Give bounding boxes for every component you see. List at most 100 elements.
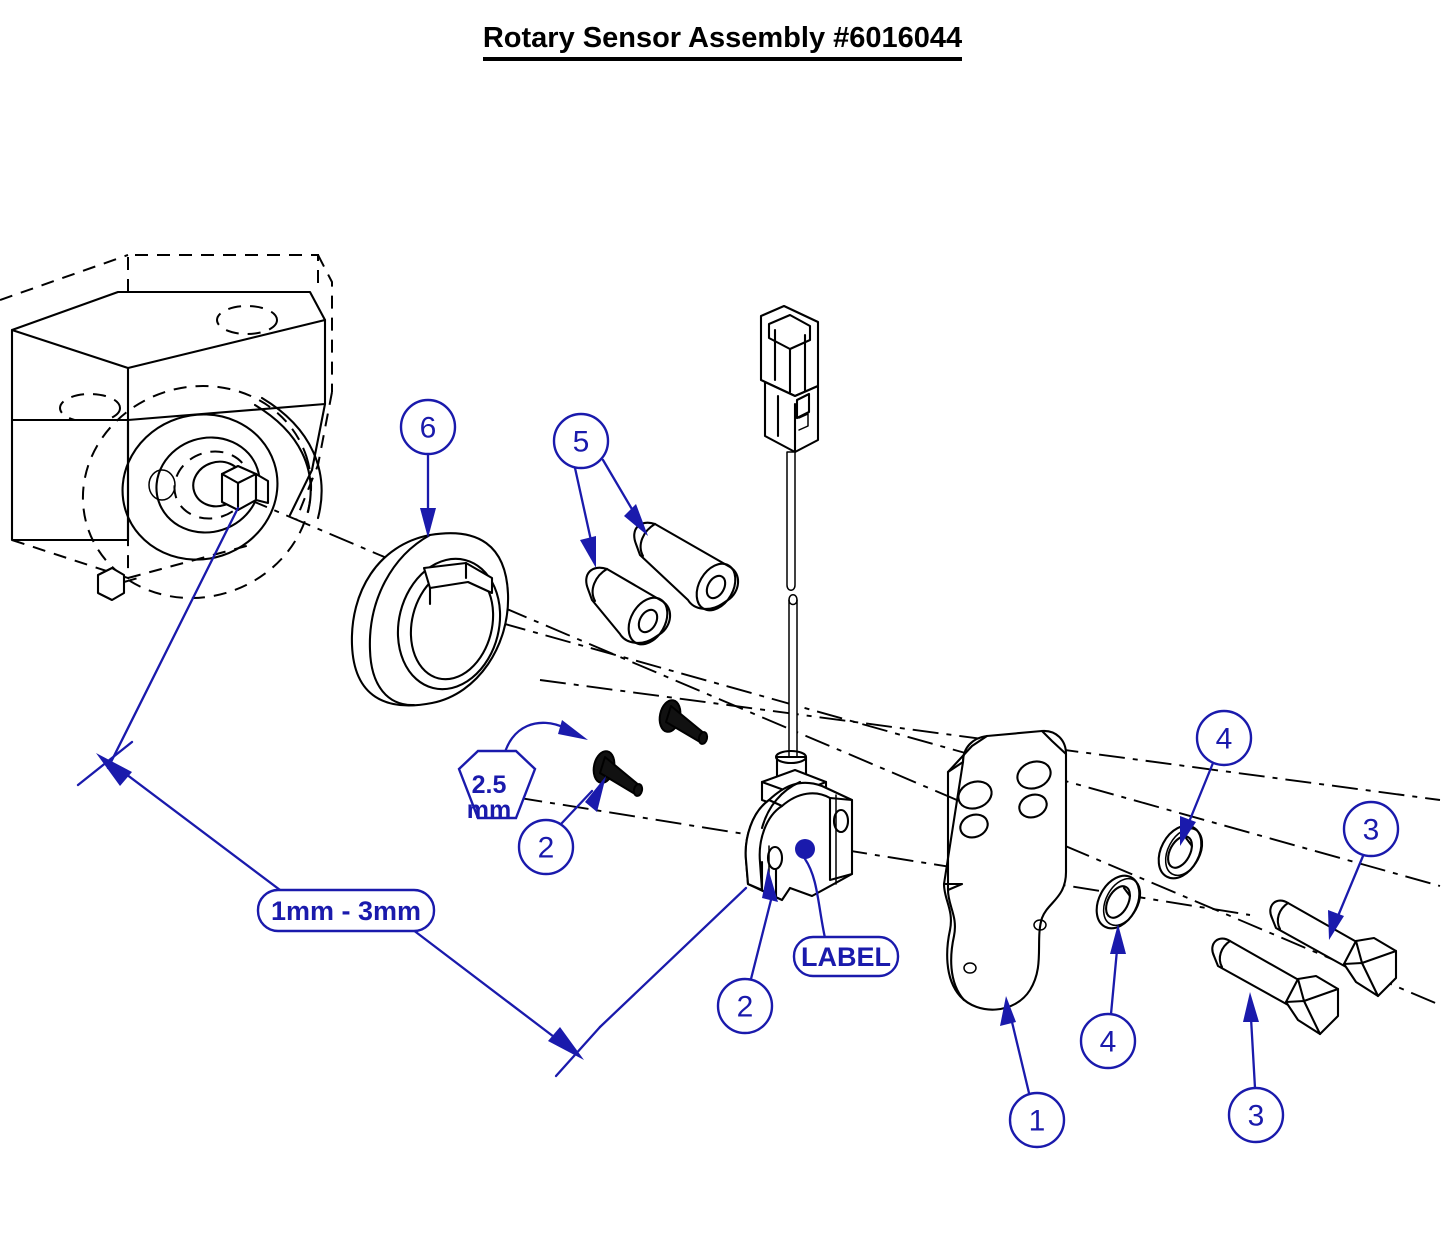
bracket-pilot-hole-left bbox=[963, 962, 977, 974]
balloon-2-upper[interactable]: 2 bbox=[517, 818, 575, 876]
leader-balloon-3-lower bbox=[1249, 1016, 1257, 1090]
balloon-3-lower-circle bbox=[1227, 1086, 1285, 1144]
connector-notch bbox=[798, 413, 809, 431]
cap-screw-upper-tip bbox=[697, 731, 709, 745]
spacer-upper-bore bbox=[705, 574, 727, 600]
balloon-3-upper-label: 3 bbox=[1363, 814, 1380, 847]
hex-bolt-lower-shank-top bbox=[1218, 939, 1232, 969]
bracket-hole-ur-bottom bbox=[1018, 793, 1048, 819]
leader-arrow-note-hex bbox=[558, 720, 588, 740]
balloon-4-upper[interactable]: 4 bbox=[1195, 709, 1253, 767]
leader-balloon-4-lower bbox=[1109, 948, 1119, 1016]
balloon-4-lower-circle bbox=[1079, 1012, 1137, 1070]
balloon-3-lower[interactable]: 3 bbox=[1227, 1086, 1285, 1144]
note-torque-hex[interactable]: 2.5 mm bbox=[457, 749, 537, 824]
bearing-outer-dashed-ring bbox=[81, 385, 313, 599]
bearing-grease-port bbox=[148, 469, 176, 501]
balloon-2-upper-circle bbox=[517, 818, 575, 876]
housing-right-leg bbox=[288, 402, 327, 517]
housing-foot-hidden bbox=[123, 575, 146, 583]
balloon-5[interactable]: 5 bbox=[552, 412, 610, 470]
gap-dimension-group bbox=[76, 506, 748, 1078]
balloon-4-lower-label: 4 bbox=[1100, 1026, 1117, 1059]
centerline-main-axis bbox=[242, 496, 1441, 1006]
hex-bolt-upper-head-facets bbox=[1342, 939, 1398, 998]
leader-balloon-1 bbox=[1010, 1020, 1031, 1095]
lock-washer-lower bbox=[1095, 874, 1142, 930]
housing-bolt-hole-right bbox=[216, 305, 278, 335]
dim-extension-line-right bbox=[598, 886, 748, 1029]
dim-arrow-left bbox=[96, 753, 132, 786]
balloon-3-upper-circle bbox=[1342, 800, 1400, 858]
balloon-5-label: 5 bbox=[573, 426, 590, 459]
leader-arrow-balloon-4-lower bbox=[1110, 924, 1126, 954]
part-2-socket-head-cap-screws bbox=[592, 699, 709, 797]
leader-arrow-balloon-2-lower bbox=[762, 868, 778, 902]
balloon-2-lower-label: 2 bbox=[737, 991, 754, 1024]
hex-bolt-lower-head-facets bbox=[1284, 977, 1340, 1036]
leader-arrow-balloon-3-upper bbox=[1328, 910, 1344, 940]
housing-rear-top-hidden bbox=[0, 254, 129, 301]
centerline-screw-axis-upper bbox=[539, 679, 1441, 801]
cap-screw-upper bbox=[658, 699, 709, 745]
spacer-lower-edge bbox=[591, 567, 609, 603]
lock-washer-upper-split bbox=[1184, 836, 1194, 848]
balloon-2-lower[interactable]: 2 bbox=[716, 977, 774, 1035]
bracket-plate-face bbox=[942, 729, 1068, 1011]
bracket-hole-ul-bottom bbox=[959, 813, 989, 839]
leader-note-label bbox=[803, 857, 827, 940]
pillow-block-bearing-housing bbox=[0, 254, 333, 602]
lock-washer-upper-inner bbox=[1167, 835, 1193, 869]
bracket-hole-ul-top bbox=[957, 780, 993, 810]
sensor-shaft-collar-top bbox=[774, 749, 808, 765]
bracket-hole-ur-top bbox=[1016, 760, 1052, 790]
balloon-3-upper[interactable]: 3 bbox=[1342, 800, 1400, 858]
collar-left-face-arc bbox=[368, 533, 432, 707]
balloon-6-label: 6 bbox=[420, 412, 437, 445]
sensor-housing-edge-right bbox=[828, 796, 854, 882]
note-label-outline bbox=[792, 935, 900, 978]
sensor-housing-rim-arc bbox=[780, 792, 832, 808]
part-1-mounting-bracket-plate bbox=[942, 729, 1068, 1011]
balloon-4-lower[interactable]: 4 bbox=[1079, 1012, 1137, 1070]
bearing-outer-ring bbox=[121, 413, 279, 561]
dim-extension-line-left bbox=[106, 506, 240, 770]
note-gap-outline bbox=[256, 888, 436, 933]
bracket-plate-waist-thickness bbox=[942, 882, 964, 892]
lock-washer-lower-inner bbox=[1105, 885, 1131, 919]
note-gap-dimension[interactable]: 1mm - 3mm bbox=[256, 888, 436, 933]
note-gap-text: 1mm - 3mm bbox=[271, 896, 421, 926]
spacer-lower-bore bbox=[637, 608, 659, 634]
bracket-plate-top-edge2 bbox=[1040, 729, 1068, 756]
sensor-mount-hole-right-upper bbox=[832, 808, 850, 834]
hex-bolt-upper-shank-top bbox=[1276, 901, 1290, 931]
leader-arrow-balloon-5-a bbox=[580, 536, 596, 568]
cap-screw-lower bbox=[592, 750, 644, 797]
wire-lower-top-cap bbox=[788, 599, 798, 606]
balloon-6[interactable]: 6 bbox=[399, 398, 457, 456]
leader-balloon-5-b bbox=[601, 458, 638, 518]
note-label-position[interactable]: LABEL bbox=[792, 935, 900, 978]
cap-screw-lower-tip bbox=[632, 783, 644, 797]
part-4-split-lock-washers bbox=[1095, 824, 1204, 930]
balloon-1[interactable]: 1 bbox=[1008, 1091, 1066, 1149]
lock-washer-upper-rim bbox=[1164, 827, 1204, 877]
hex-bolt-lower bbox=[1211, 937, 1340, 1036]
leader-balloon-3-upper bbox=[1336, 854, 1365, 918]
bracket-pilot-hole-right bbox=[1033, 919, 1047, 931]
note-hex-line1: 2.5 bbox=[472, 771, 507, 799]
sensor-housing-back-arc bbox=[760, 780, 802, 830]
balloon-1-label: 1 bbox=[1029, 1105, 1046, 1138]
housing-flange-edge-b bbox=[126, 318, 327, 370]
balloon-2-upper-label: 2 bbox=[538, 832, 555, 865]
leader-balloon-5-a bbox=[573, 466, 594, 547]
housing-rear-side-hidden bbox=[317, 254, 333, 392]
shaft-stub-end bbox=[254, 472, 270, 505]
balloon-2-lower-circle bbox=[716, 977, 774, 1035]
dim-line-lower bbox=[398, 918, 564, 1045]
balloon-3-lower-label: 3 bbox=[1248, 1100, 1265, 1133]
lock-washer-upper bbox=[1157, 824, 1204, 880]
leader-arrow-balloon-2-upper bbox=[585, 776, 606, 812]
spacer-lower bbox=[585, 566, 672, 646]
sensor-housing-step-bottom bbox=[760, 860, 778, 898]
